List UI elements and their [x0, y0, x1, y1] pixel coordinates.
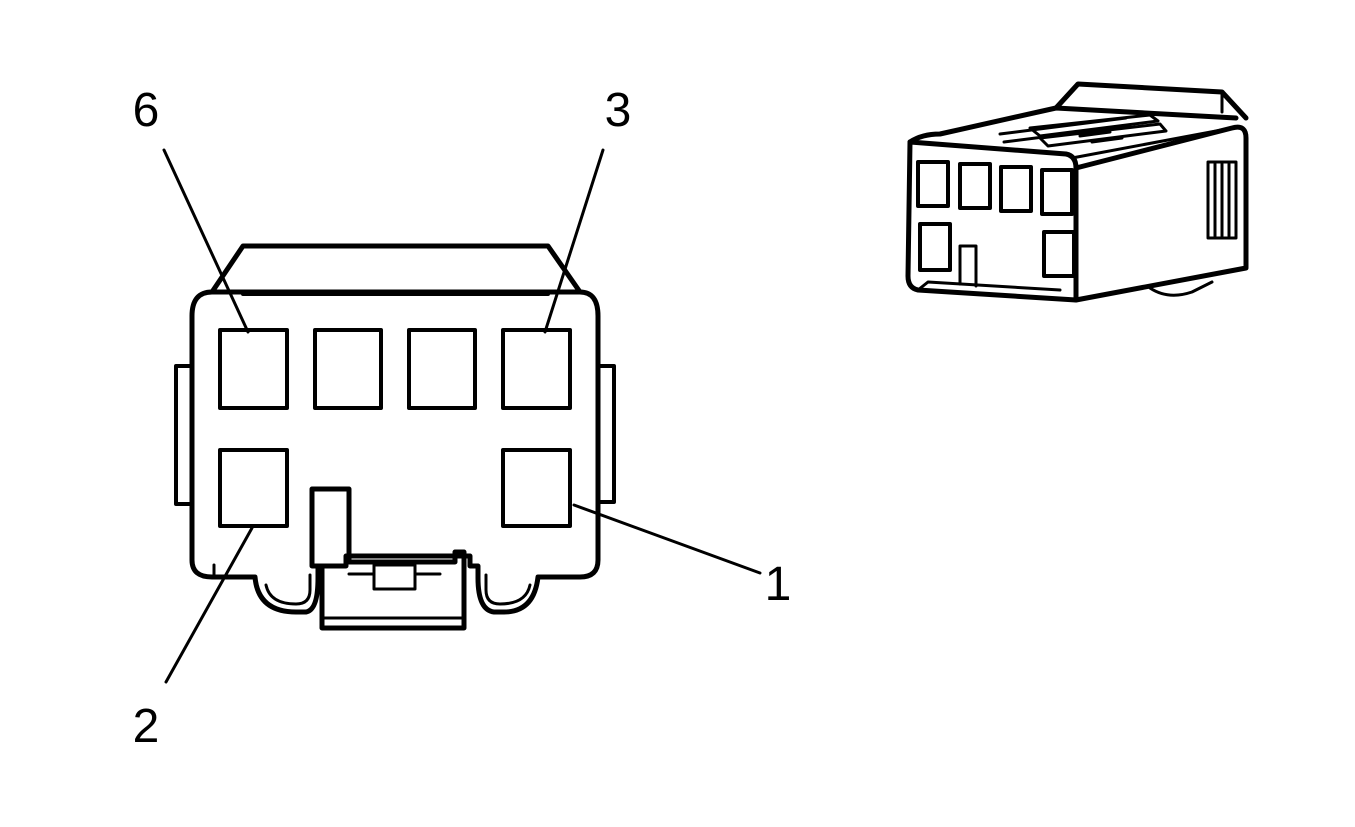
- iso-latch-slot: [958, 244, 978, 288]
- iso-hood-top: [1053, 81, 1249, 121]
- iso-cavity-2: [918, 222, 952, 272]
- iso-top-vent-4: [1078, 130, 1124, 144]
- cavity-2: [218, 448, 289, 528]
- callout-3: 3: [605, 84, 632, 137]
- iso-cavity-1: [1042, 230, 1076, 278]
- leader-line-3: [543, 148, 605, 334]
- cavity-1: [501, 448, 572, 528]
- connector-iso-view: [905, 81, 1249, 303]
- right-side-tab: [596, 364, 616, 504]
- iso-top-vent-2: [1028, 113, 1160, 138]
- iso-cavity-3: [1040, 168, 1074, 216]
- center-lock-latch: [309, 486, 467, 631]
- callout-2: 2: [133, 700, 160, 753]
- center-lock-button: [372, 563, 417, 591]
- left-side-tab: [174, 364, 194, 506]
- callout-6: 6: [133, 84, 160, 137]
- iso-cavity-6: [916, 160, 950, 208]
- iso-bottom-lip: [916, 280, 1062, 292]
- iso-side-bottom: [1148, 280, 1214, 297]
- leader-line-2: [164, 526, 254, 684]
- cavity-5: [313, 328, 383, 410]
- iso-top-vent-3: [1038, 122, 1168, 148]
- iso-cavity-4: [999, 165, 1033, 213]
- iso-side-face: [1073, 124, 1249, 303]
- cavity-4: [407, 328, 477, 410]
- iso-side-ribs: [1213, 162, 1231, 238]
- leader-line-1: [572, 503, 762, 575]
- body-inner-left-contour: [212, 563, 312, 606]
- cavity-6: [218, 328, 289, 410]
- iso-cavity-5: [958, 162, 992, 210]
- connector-front-view: 6 3 1 2: [133, 84, 792, 753]
- body-inner-right-contour: [484, 573, 532, 606]
- leader-line-6: [162, 148, 250, 334]
- connector-body: [189, 289, 601, 615]
- cavity-3: [501, 328, 572, 410]
- callout-1: 1: [765, 558, 792, 611]
- connector-hood: [209, 243, 583, 295]
